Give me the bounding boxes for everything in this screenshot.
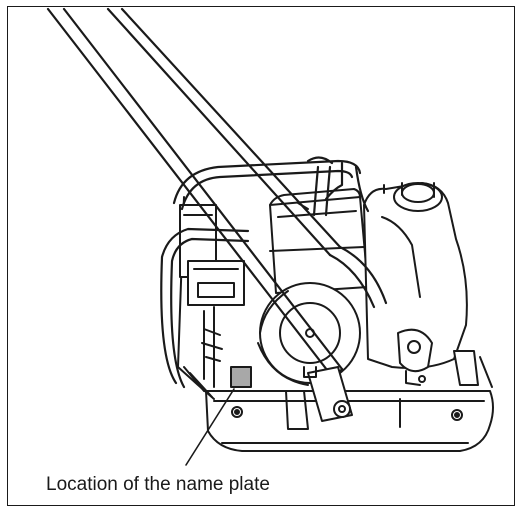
- handle-bars: [46, 7, 388, 381]
- name-plate-marker: [230, 366, 252, 388]
- caption-text: Location of the name plate: [46, 474, 270, 495]
- leader-line: [185, 388, 235, 466]
- air-cleaner: [179, 204, 245, 306]
- fuel-tank: [363, 182, 468, 369]
- base-plate: [205, 390, 494, 452]
- left-fittings: [201, 328, 223, 362]
- handle-pivot: [303, 366, 353, 422]
- figure-frame: Location of the name plate: [7, 6, 515, 506]
- recoil-starter: [257, 282, 361, 386]
- plate-compactor-drawing: [46, 7, 494, 466]
- carburetor: [397, 328, 493, 388]
